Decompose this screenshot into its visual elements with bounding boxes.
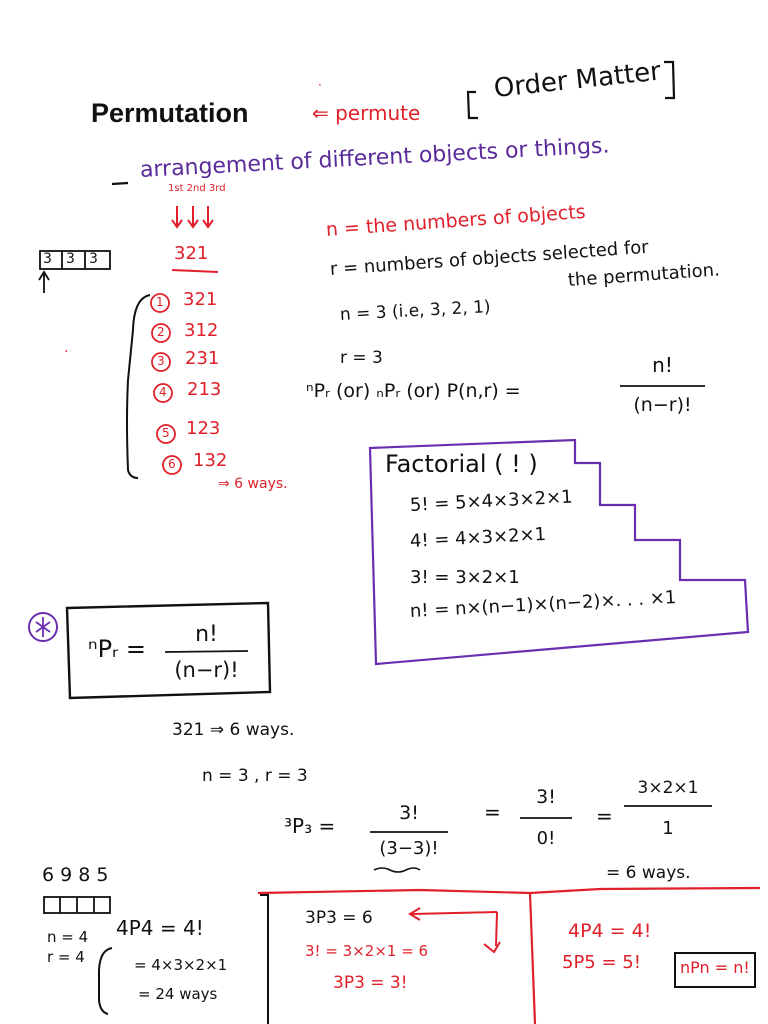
slot-box-1: 3: [43, 251, 52, 267]
slot-arrow: [38, 270, 50, 293]
notation-list: ⁿPᵣ (or) ₙPᵣ (or) P(n,r) =: [306, 380, 521, 402]
listing-value: 312: [184, 320, 219, 341]
order-matter-right-bracket: [664, 60, 676, 100]
calc-lhs: ³P₃ =: [284, 814, 336, 838]
star-circle: [28, 612, 58, 642]
calc-result: = 6 ways.: [606, 863, 691, 883]
example-line-1: 321 ⇒ 6 ways.: [172, 720, 295, 740]
calc-frac1-den: (3−3)!: [379, 838, 439, 859]
mid-line-2: 3! = 3×2×1 = 6: [305, 942, 429, 960]
ex2-ways: = 24 ways: [138, 985, 218, 1003]
r-value: r = 3: [340, 348, 383, 368]
down-arrows: [171, 206, 214, 229]
formula-numerator: n!: [652, 353, 673, 377]
calc-frac2-den: 0!: [536, 828, 556, 849]
calc-frac2-num: 3!: [536, 786, 556, 808]
permute-note: ⇐ permute: [312, 101, 421, 125]
formula-denominator: (n−r)!: [633, 394, 692, 416]
listing-value: 213: [187, 379, 222, 400]
listing-index: 5: [162, 426, 170, 440]
listing-brace: [126, 294, 151, 479]
boxed-formula-numerator: n!: [195, 622, 218, 647]
place-labels: 1st 2nd 3rd: [168, 183, 226, 194]
red-divider: [257, 886, 761, 895]
middle-box: [260, 894, 269, 1024]
ex2-p: 4P4 = 4!: [116, 916, 204, 940]
ex2-digits: 6 9 8 5: [42, 864, 109, 886]
example-line-2: n = 3 , r = 3: [202, 766, 308, 786]
order-matter-left-bracket: [466, 90, 478, 120]
red-dot: ·: [318, 78, 322, 92]
page-title: Permutation: [91, 98, 249, 128]
npn-formula: nPn = n!: [680, 958, 750, 977]
calc-frac3-num: 3×2×1: [637, 778, 699, 798]
calc-frac1-num: 3!: [399, 802, 419, 824]
ex2-expand: = 4×3×2×1: [134, 956, 228, 974]
listing-value: 321: [183, 289, 218, 310]
definition-dash: [111, 181, 129, 186]
ex2-r: r = 4: [47, 948, 85, 966]
listing-index: 2: [157, 325, 165, 339]
right-line-1: 4P4 = 4!: [568, 920, 652, 942]
factorial-heading: Factorial ( ! ): [385, 450, 538, 478]
boxed-formula-lhs: ⁿPᵣ =: [88, 635, 146, 663]
six-ways-note: ⇒ 6 ways.: [218, 476, 288, 492]
listing-index: 3: [157, 354, 165, 368]
boxed-formula-denominator: (n−r)!: [174, 658, 239, 682]
factorial-line: 3! = 3×2×1: [410, 567, 520, 588]
boxed-formula-frame: [65, 601, 272, 700]
listing-value: 123: [186, 418, 221, 439]
slot-box-2: 3: [66, 251, 75, 267]
slot-boxes-outline: [39, 250, 111, 270]
calc-frac3-den: 1: [662, 818, 674, 839]
calc-eq2: =: [484, 800, 501, 824]
factorial-box: [368, 438, 750, 666]
ex2-n: n = 4: [47, 928, 89, 946]
mid-line-1: 3P3 = 6: [305, 908, 373, 928]
listing-index: 4: [159, 385, 167, 399]
listing-value: 231: [185, 348, 220, 369]
right-line-2: 5P5 = 5!: [562, 952, 641, 973]
mid-line-3: 3P3 = 3!: [333, 973, 408, 993]
example-number: 321: [174, 243, 209, 264]
listing-index: 1: [156, 295, 164, 309]
listing-value: 132: [193, 450, 228, 471]
slot-box-3: 3: [89, 251, 98, 267]
example-underline: [171, 269, 219, 273]
npn-box: [674, 952, 756, 988]
listing-index: 6: [168, 457, 176, 471]
calc-eq3: =: [596, 804, 613, 828]
listing-circles: [150, 293, 182, 475]
red-dot: ·: [64, 344, 69, 360]
